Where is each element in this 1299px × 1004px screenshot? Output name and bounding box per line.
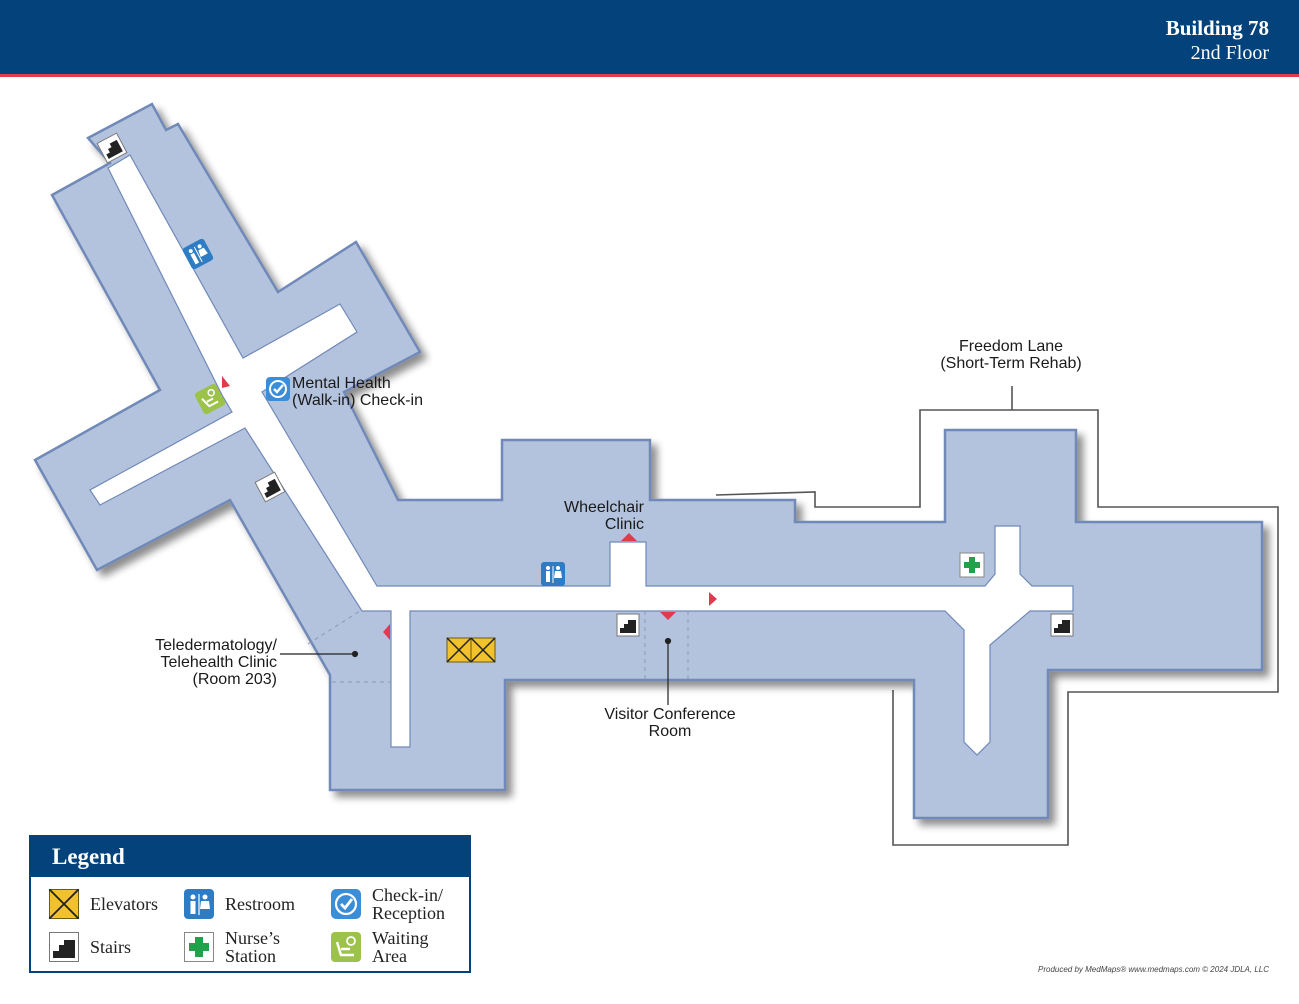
waiting-area-icon [331, 932, 361, 962]
entrance-marker-icon [222, 376, 230, 388]
teledermatology-label-line2: Telehealth Clinic [160, 654, 277, 671]
legend-nurse-line2: Station [225, 946, 277, 966]
credit-line: Produced by MedMaps® www.medmaps.com © 2… [1038, 965, 1269, 974]
restroom-icon [182, 238, 214, 270]
wheelchair-clinic-label: Wheelchair Clinic [540, 499, 644, 533]
visitor-conference-label-line2: Room [648, 723, 692, 740]
mental-health-label-line2: (Walk-in) Check-in [292, 392, 423, 409]
legend-waiting-line1: Waiting [372, 928, 429, 948]
legend-checkin-label: Check-in/ Reception [372, 886, 445, 922]
room-boundaries [307, 610, 689, 683]
elevator-icon [49, 889, 79, 919]
header-bar: Building 78 2nd Floor [0, 0, 1299, 77]
restroom-icon [541, 562, 565, 586]
stairs-icon [254, 471, 286, 503]
elevator-icon [446, 637, 472, 663]
wheelchair-clinic-label-line1: Wheelchair [563, 499, 644, 516]
elevator-icon [470, 637, 496, 663]
entrance-marker-icon [621, 533, 637, 541]
teledermatology-label-line3: (Room 203) [192, 671, 277, 688]
restroom-icon [184, 889, 214, 919]
wheelchair-clinic-label-line2: Clinic [604, 516, 644, 533]
teledermatology-label: Teledermatology/ Telehealth Clinic (Room… [120, 637, 277, 688]
stairs-icons [96, 132, 1074, 637]
checkin-icon [266, 377, 290, 401]
legend-restroom-label: Restroom [225, 894, 295, 914]
floor-subtitle: 2nd Floor [1190, 42, 1269, 64]
legend-panel: Legend Elevators Restroom Check-in/ Rece… [29, 835, 471, 973]
entrance-marker-icon [709, 592, 717, 606]
entrance-marker-icon [383, 624, 390, 640]
mental-health-label-line1: Mental Health [292, 375, 391, 392]
legend-checkin-line2: Reception [372, 903, 445, 923]
entrance-markers [222, 376, 717, 640]
freedom-lane-label-line1: Freedom Lane [958, 338, 1064, 355]
northwest-wing [33, 102, 1264, 820]
legend-nurse-label: Nurse’s Station [225, 929, 280, 965]
nurse-station-icon [959, 552, 985, 578]
leader-lines [280, 637, 672, 705]
waiting-area-icon [194, 383, 226, 415]
legend-checkin-line1: Check-in/ [372, 885, 443, 905]
freedom-lane-outline [715, 386, 1279, 846]
legend-nurse-line1: Nurse’s [225, 928, 280, 948]
teledermatology-label-line1: Teledermatology/ [155, 637, 277, 654]
visitor-conference-label-line1: Visitor Conference [604, 706, 736, 723]
legend-stairs-label: Stairs [90, 937, 132, 957]
stairs-icon [96, 132, 128, 164]
legend-waiting-label: Waiting Area [372, 929, 429, 965]
nurse-station-icon [184, 932, 214, 962]
mental-health-label: Mental Health (Walk-in) Check-in [292, 375, 423, 409]
stairs-icon [49, 932, 79, 962]
freedom-lane-label: Freedom Lane (Short-Term Rehab) [930, 338, 1092, 372]
entrance-marker-icon [660, 612, 676, 620]
freedom-lane-label-line2: (Short-Term Rehab) [940, 355, 1082, 372]
stairs-icon [1050, 613, 1074, 637]
checkin-icon [331, 889, 361, 919]
legend-title: Legend [31, 837, 469, 877]
building-title: Building 78 [1165, 16, 1269, 40]
corridors [89, 154, 1074, 756]
legend-elevators-label: Elevators [90, 894, 158, 914]
elevator-icons [446, 637, 496, 663]
stairs-icon [616, 613, 640, 637]
visitor-conference-label: Visitor Conference Room [590, 706, 750, 740]
legend-waiting-line2: Area [372, 946, 407, 966]
